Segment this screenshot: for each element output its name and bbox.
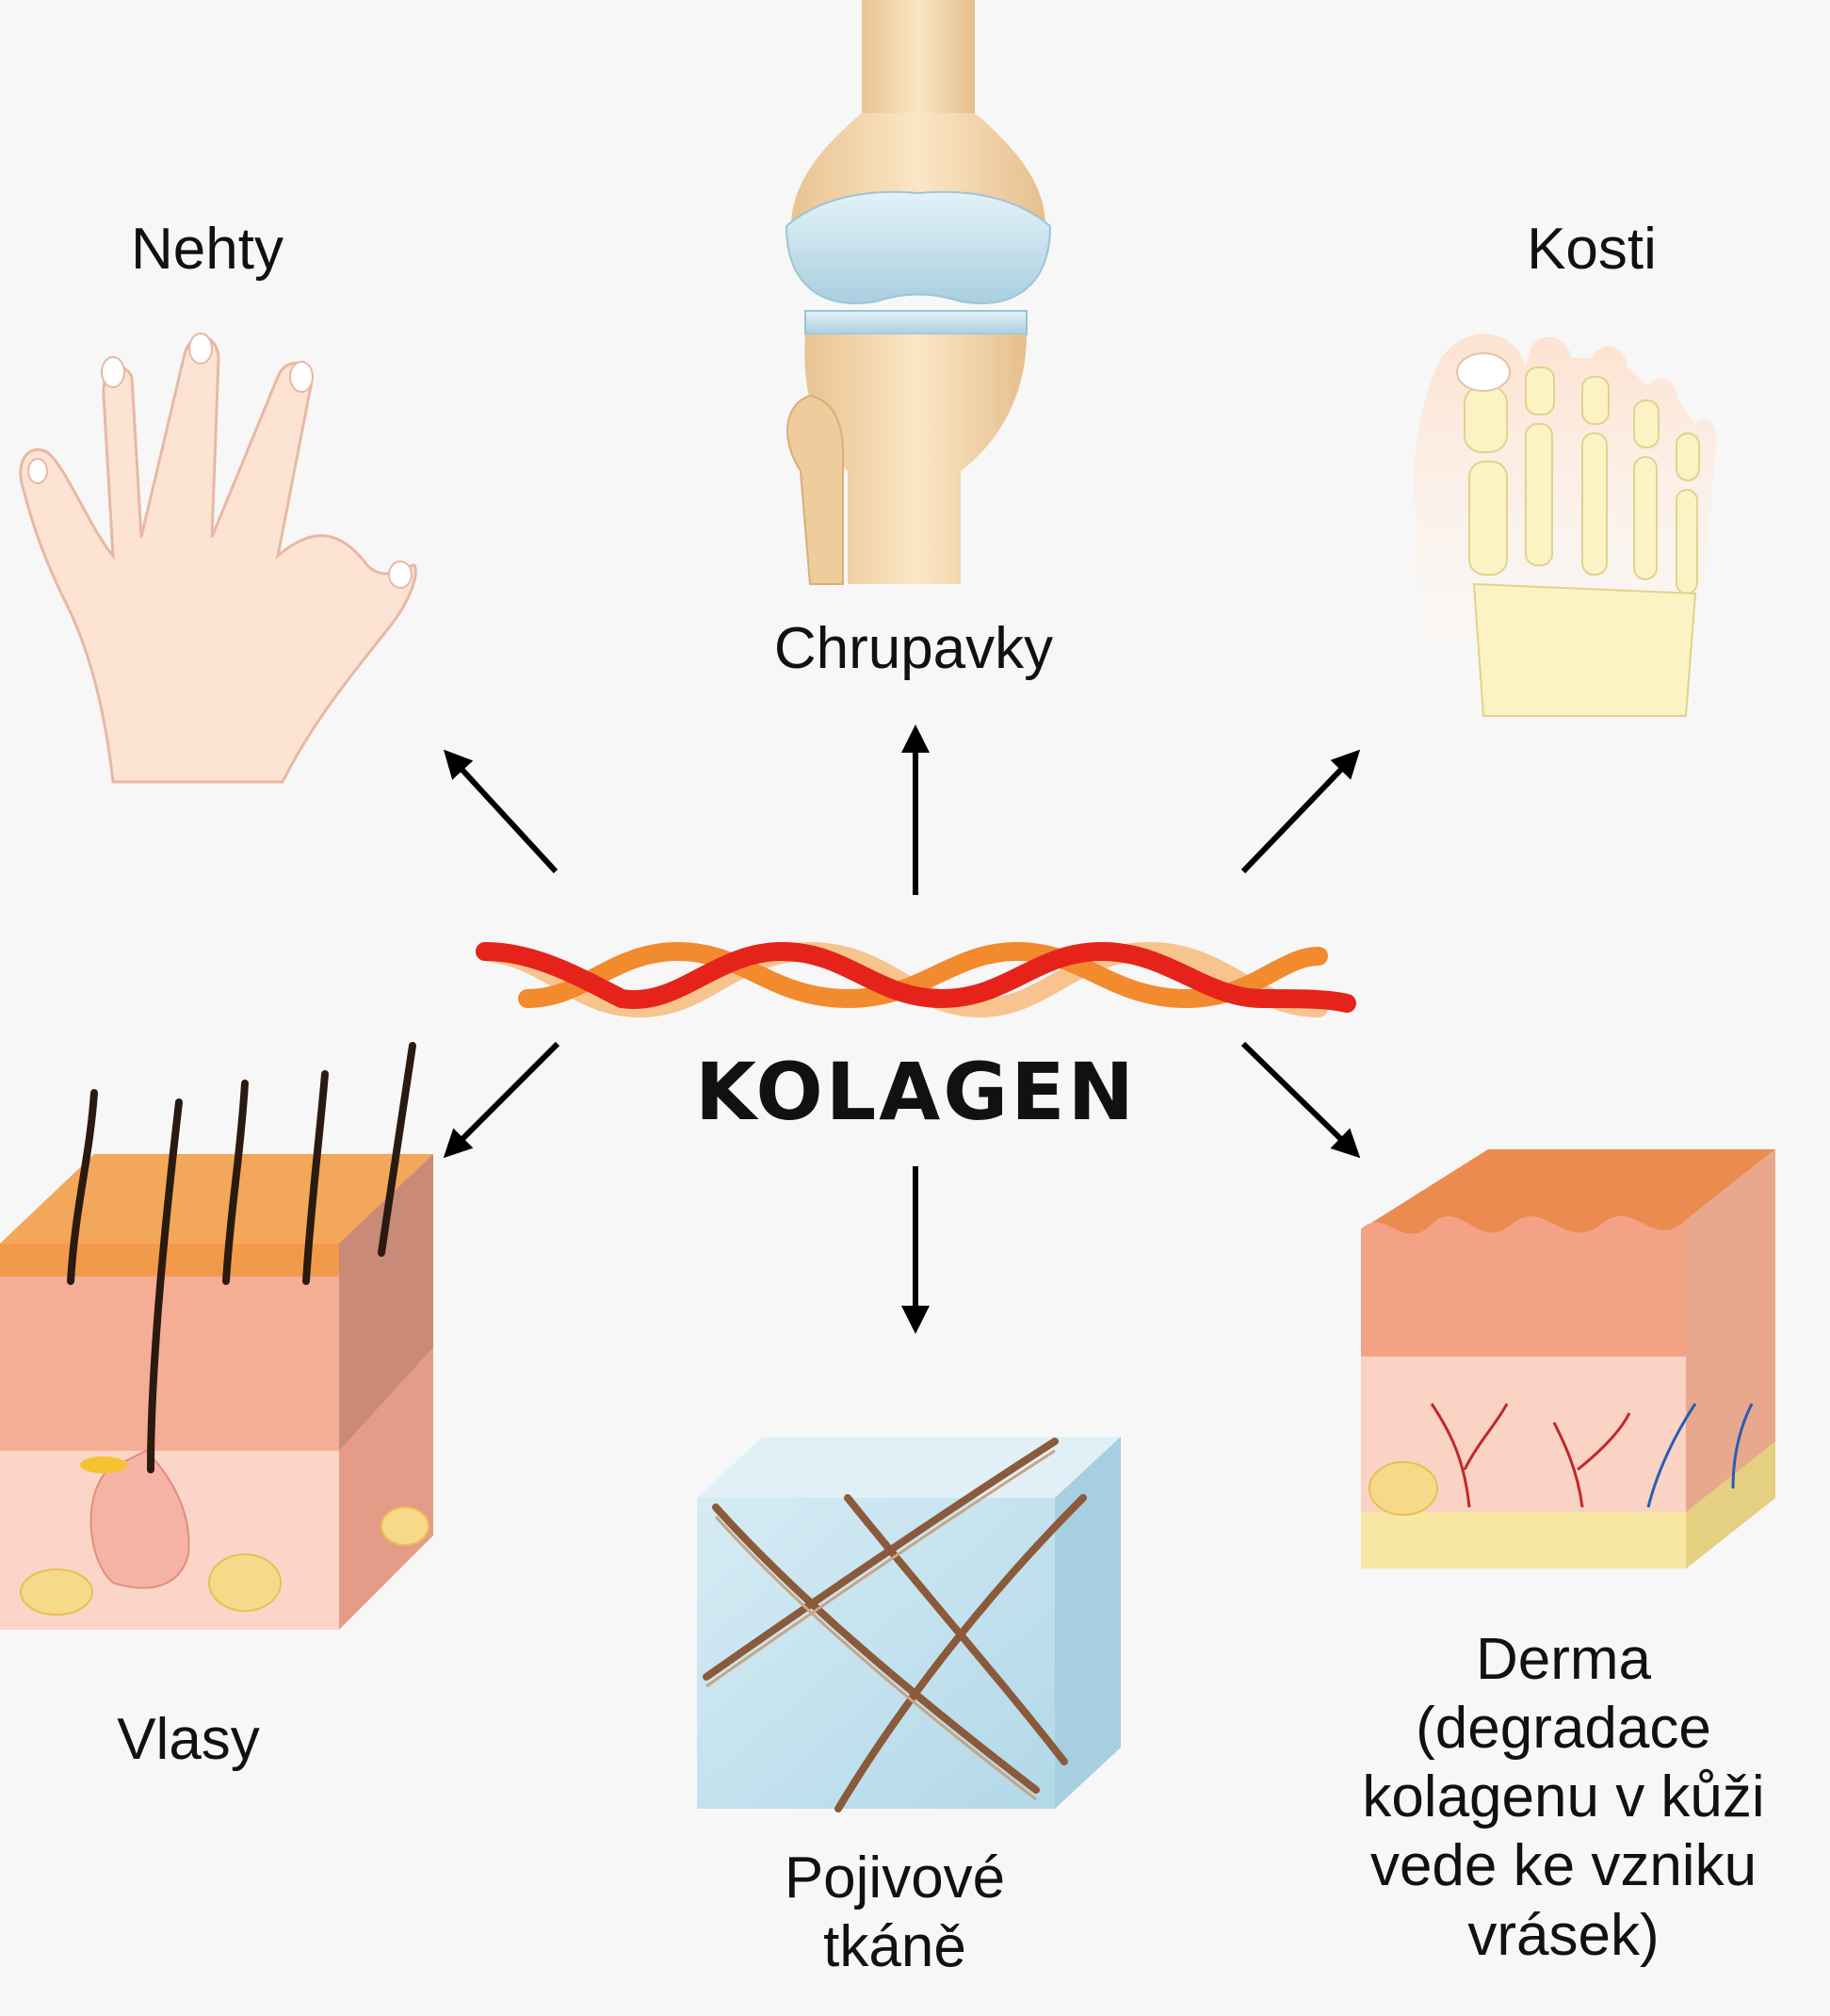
arrow-to-nails (443, 749, 559, 874)
collagen-strand-icon (476, 941, 1356, 1018)
label-connective: Pojivové tkáně (716, 1844, 1074, 1981)
label-hair: Vlasy (117, 1707, 260, 1772)
label-derma-line1: Derma (1475, 1627, 1652, 1692)
label-derma-line2: (degradace (1416, 1696, 1711, 1762)
label-derma-line4: vede ke vzniku (1369, 1833, 1757, 1899)
label-nails: Nehty (131, 217, 283, 282)
arrow-to-derma (1240, 1041, 1361, 1159)
foot-bones-icon (1414, 333, 1717, 772)
hand-icon (19, 333, 417, 784)
label-derma-line3: kolagenu v kůži (1362, 1764, 1765, 1830)
label-derma: Derma (degradace kolagenu v kůži vede ke… (1319, 1625, 1808, 1970)
label-connective-line2: tkáně (823, 1914, 966, 1980)
label-bones: Kosti (1527, 217, 1657, 282)
label-cartilage: Chrupavky (773, 616, 1054, 681)
derma-wrinkle-icon (1361, 1149, 1775, 1569)
label-derma-line5: vrásek) (1467, 1902, 1660, 1968)
label-connective-line1: Pojivové (784, 1845, 1006, 1910)
skin-hair-icon (0, 1042, 433, 1630)
knee-joint-icon (785, 0, 1052, 585)
arrow-to-hair (443, 1041, 560, 1159)
arrow-to-bones (1240, 749, 1361, 874)
center-title: KOLAGEN (695, 1046, 1137, 1138)
connective-tissue-icon (697, 1437, 1121, 1813)
